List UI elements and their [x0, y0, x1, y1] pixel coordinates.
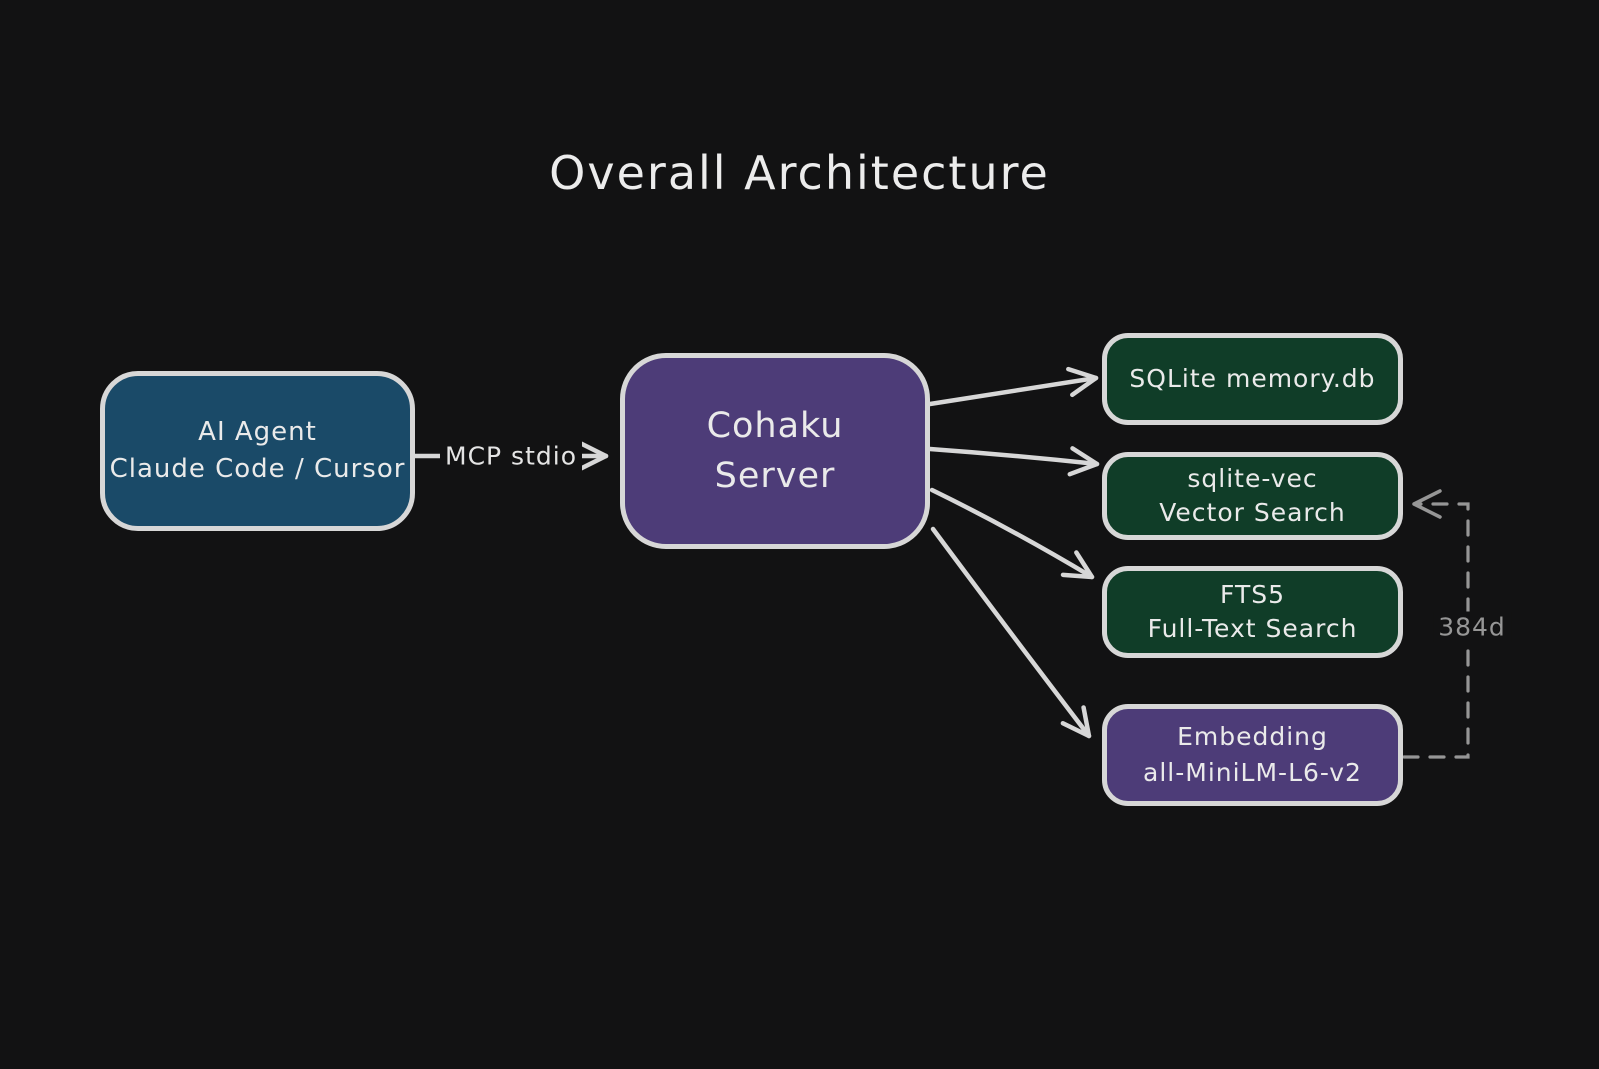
node-sqlite-vec-line2: Vector Search — [1159, 498, 1346, 527]
diagram-title: Overall Architecture — [549, 146, 1050, 200]
node-fts5-line1: FTS5 — [1220, 580, 1285, 609]
edge-server-to-vec — [927, 446, 1100, 477]
node-ai-agent: AI Agent Claude Code / Cursor — [100, 371, 415, 531]
node-embedding-model-line1: Embedding — [1177, 722, 1328, 751]
node-sqlite-memory-db: SQLite memory.db — [1102, 333, 1403, 425]
edge-server-to-sqlite — [927, 366, 1099, 407]
node-ai-agent-line1: AI Agent — [198, 417, 317, 447]
node-embedding-model-line2: all-MiniLM-L6-v2 — [1143, 758, 1362, 787]
node-cohaku-server-line2: Server — [714, 456, 836, 496]
node-sqlite-memory-db-line1: SQLite memory.db — [1129, 364, 1376, 393]
edge-label-mcp-stdio: MCP stdio — [440, 440, 582, 472]
node-cohaku-server-line1: Cohaku — [706, 406, 844, 446]
edge-server-to-fts — [929, 487, 1095, 580]
node-embedding-model: Embedding all-MiniLM-L6-v2 — [1102, 704, 1403, 806]
node-sqlite-vec-line1: sqlite-vec — [1187, 464, 1318, 493]
node-cohaku-server: Cohaku Server — [620, 353, 930, 549]
node-fts5-line2: Full-Text Search — [1147, 614, 1358, 643]
edge-server-to-embedding — [930, 526, 1092, 739]
node-sqlite-vec: sqlite-vec Vector Search — [1102, 452, 1403, 540]
edge-label-384d: 384d — [1433, 611, 1511, 643]
node-fts5: FTS5 Full-Text Search — [1102, 566, 1403, 658]
node-ai-agent-line2: Claude Code / Cursor — [109, 454, 406, 484]
